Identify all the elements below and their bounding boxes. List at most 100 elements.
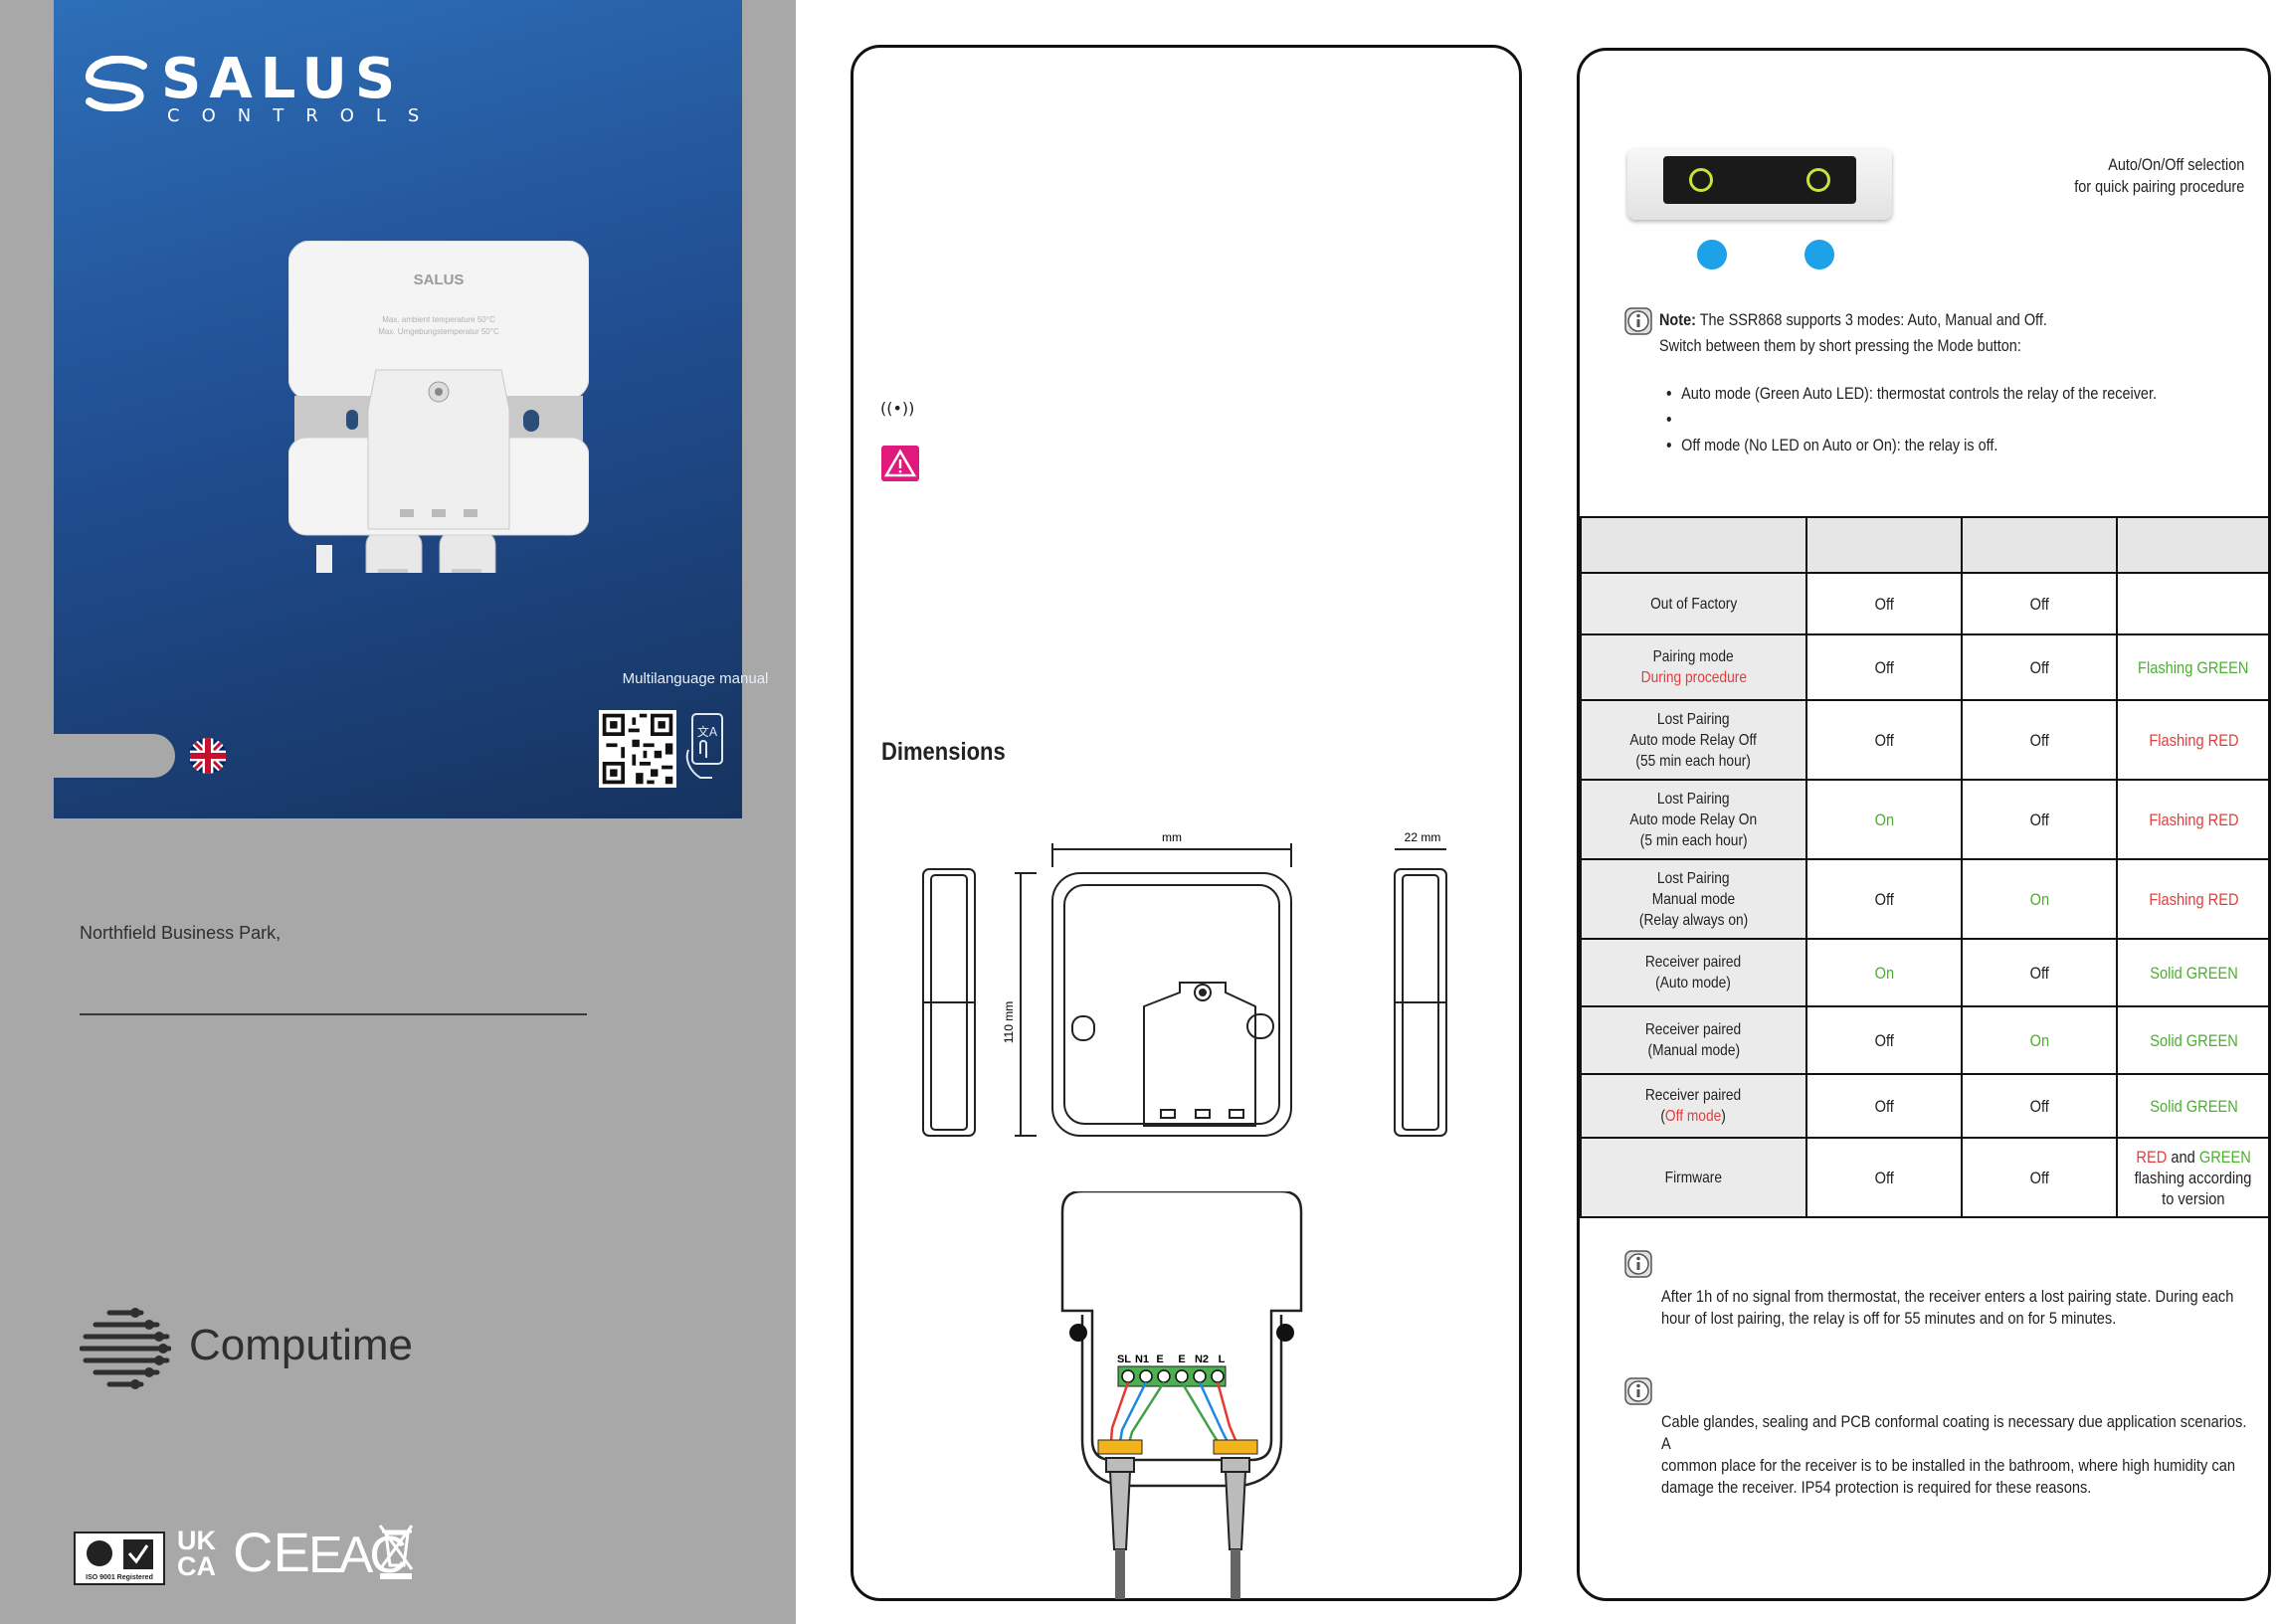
status-led-cell [2116, 572, 2268, 635]
multilanguage-label: Multilanguage manual [622, 670, 769, 687]
on-led-value: Off [2029, 1096, 2049, 1116]
off-mode-text: Off mode [1665, 1108, 1722, 1125]
svg-text:文A: 文A [697, 724, 718, 739]
auto-led-value: Off [1874, 594, 1894, 614]
auto-led-value: Off [1874, 889, 1894, 909]
state-text: Pairing mode [1652, 648, 1735, 665]
info-icon [1624, 1377, 1652, 1405]
status-led-value: Flashing RED [2148, 730, 2239, 750]
info-line: hour of lost pairing, the relay is off f… [1661, 1309, 2117, 1328]
device-brand-label: SALUS [414, 271, 465, 288]
on-led-cell: Off [1961, 633, 2118, 701]
mode-note: Note: The SSR868 supports 3 modes: Auto,… [1659, 307, 2047, 359]
mode-button[interactable] [1689, 168, 1713, 192]
state-text: Lost Pairing [1657, 790, 1730, 808]
status-led-value: Solid GREEN [2149, 1096, 2238, 1116]
auto-led-value: Off [1874, 1096, 1894, 1116]
cover-front: SALUS CONTROLS SALUS Max. ambient temper… [54, 0, 768, 818]
mode-list-item: Off mode (No LED on Auto or On): the rel… [1681, 433, 2157, 458]
iso-label: ISO 9001 Registered [86, 1574, 153, 1581]
table-row: Receiver paired(Manual mode) Off On Soli… [1580, 1005, 2268, 1075]
selection-label-line-2: for quick pairing procedure [2073, 177, 2244, 196]
on-led-value: On [2029, 1030, 2049, 1050]
info-icon [1624, 307, 1652, 335]
auto-led-cell: Off [1805, 1137, 1963, 1218]
table-header-cell [2116, 516, 2268, 574]
receiver-led-display [1663, 156, 1856, 204]
state-text: Out of Factory [1649, 595, 1738, 613]
receiver-front-image [1627, 148, 1892, 220]
dim-depth-label: 22 mm [1405, 830, 1441, 844]
state-text: Receiver paired [1645, 1021, 1742, 1038]
ip54-info: Cable glandes, sealing and PCB conformal… [1661, 1411, 2258, 1499]
state-text: During procedure [1640, 669, 1747, 686]
auto-led-cell: Off [1805, 1073, 1963, 1139]
table-header-cell [1580, 516, 1807, 574]
dim-height-label: 110 mm [1002, 1001, 1016, 1043]
firmware-green: GREEN [2198, 1147, 2251, 1167]
auto-led-value: Off [1874, 1168, 1894, 1187]
status-led-value: Solid GREEN [2149, 963, 2238, 983]
state-text: Firmware [1664, 1169, 1723, 1186]
auto-led-value: Off [1874, 730, 1894, 750]
note-label: Note: [1659, 310, 1696, 329]
ukca-uk: UK [177, 1526, 216, 1555]
qr-code[interactable] [599, 710, 676, 788]
on-led-cell: Off [1961, 699, 2118, 781]
ce-mark: CE [233, 1521, 310, 1583]
terminal-e2: E [1178, 1353, 1185, 1365]
state-cell: Receiver paired(Off mode) [1580, 1073, 1807, 1139]
state-cell: Out of Factory [1580, 572, 1807, 635]
led-status-panel: Auto/On/Off selection for quick pairing … [1577, 48, 2271, 1601]
table-row: Receiver paired(Auto mode) On Off Solid … [1580, 938, 2268, 1007]
firmware-line-3: to version [2162, 1188, 2225, 1208]
info-line: After 1h of no signal from thermostat, t… [1661, 1287, 2234, 1306]
state-text: Lost Pairing [1657, 710, 1730, 728]
status-led-value: Solid GREEN [2149, 1030, 2238, 1050]
on-led-value: Off [2029, 657, 2049, 677]
table-row: Firmware Off Off RED and GREEN flashing … [1580, 1137, 2268, 1218]
selection-label: Auto/On/Off selection for quick pairing … [2074, 154, 2244, 198]
uk-flag-icon[interactable] [189, 738, 227, 774]
on-led-cell: On [1961, 1005, 2118, 1075]
state-cell: Receiver paired(Auto mode) [1580, 938, 1807, 1007]
table-row: Receiver paired(Off mode) Off Off Solid … [1580, 1073, 2268, 1139]
terminal-e1: E [1156, 1353, 1163, 1365]
on-led-value: Off [2029, 810, 2049, 829]
lost-pairing-info: After 1h of no signal from thermostat, t… [1661, 1286, 2258, 1330]
wireless-signal-icon: ((•)) [880, 399, 915, 418]
language-pill [0, 734, 175, 778]
auto-led-cell: Off [1805, 699, 1963, 781]
weee-bin-icon [378, 1525, 414, 1579]
status-led-cell: Flashing GREEN [2116, 633, 2268, 701]
info-line: damage the receiver. IP54 protection is … [1661, 1478, 2092, 1497]
status-led-value: Flashing GREEN [2138, 657, 2249, 677]
state-text: Auto mode Relay Off [1629, 731, 1758, 749]
info-icon [1624, 1250, 1652, 1278]
state-cell: Firmware [1580, 1137, 1807, 1218]
mode-list-item: Auto mode (Green Auto LED): thermostat c… [1681, 381, 2157, 407]
on-led-cell: On [1961, 858, 2118, 940]
mode-button-marker [1697, 240, 1727, 270]
on-led-value: Off [2029, 730, 2049, 750]
table-header-row [1580, 516, 2268, 574]
terminal-n2: N2 [1195, 1353, 1209, 1365]
state-text: Lost Pairing [1657, 869, 1730, 887]
on-led-value: Off [2029, 594, 2049, 614]
status-led-cell: Flashing RED [2116, 858, 2268, 940]
auto-led-value: Off [1874, 657, 1894, 677]
state-text: (Off mode) [1660, 1108, 1727, 1125]
pair-button[interactable] [1806, 168, 1830, 192]
state-text: Receiver paired [1645, 954, 1742, 971]
dimensions-heading: Dimensions [881, 738, 1006, 766]
iso-9001-badge: ISO 9001 Registered [74, 1532, 165, 1585]
